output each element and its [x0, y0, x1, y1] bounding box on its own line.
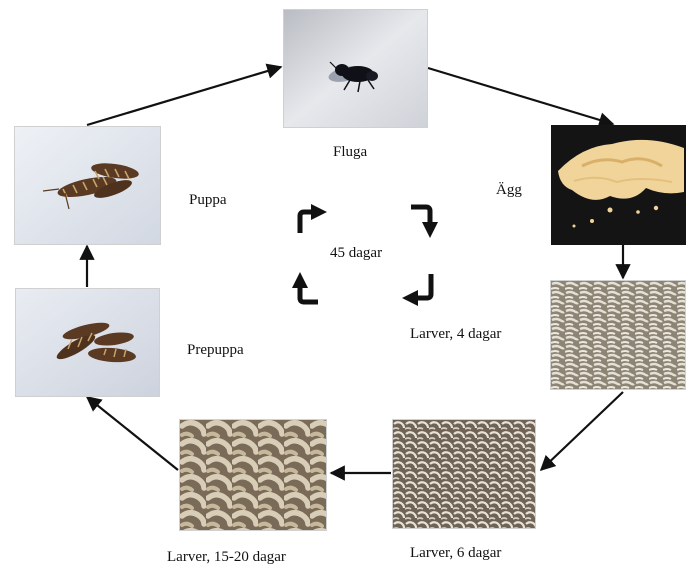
photo-agg: [551, 125, 686, 245]
larvae-icon: [551, 281, 685, 389]
label-agg: Ägg: [496, 183, 522, 198]
label-larver-15-20: Larver, 15-20 dagar: [167, 550, 286, 565]
label-larver-4: Larver, 4 dagar: [410, 327, 501, 342]
photo-prepuppa: [15, 288, 160, 397]
photo-larver-15-20: [179, 419, 327, 531]
larvae-icon: [393, 420, 535, 528]
photo-larver-4: [550, 280, 686, 390]
photo-puppa: [14, 126, 161, 245]
curved-arrow-icon: [300, 280, 318, 302]
larvae-icon: [180, 420, 326, 530]
curved-arrow-icon: [410, 274, 431, 298]
photo-fluga: [283, 9, 428, 128]
label-puppa: Puppa: [189, 193, 227, 208]
label-fluga: Fluga: [333, 145, 367, 160]
label-prepuppa: Prepuppa: [187, 343, 244, 358]
photo-larver-6: [392, 419, 536, 529]
label-larver-6: Larver, 6 dagar: [410, 546, 501, 561]
label-cycle-duration: 45 dagar: [330, 246, 382, 261]
curved-arrow-icon: [300, 212, 319, 233]
curved-arrow-icon: [411, 207, 430, 230]
